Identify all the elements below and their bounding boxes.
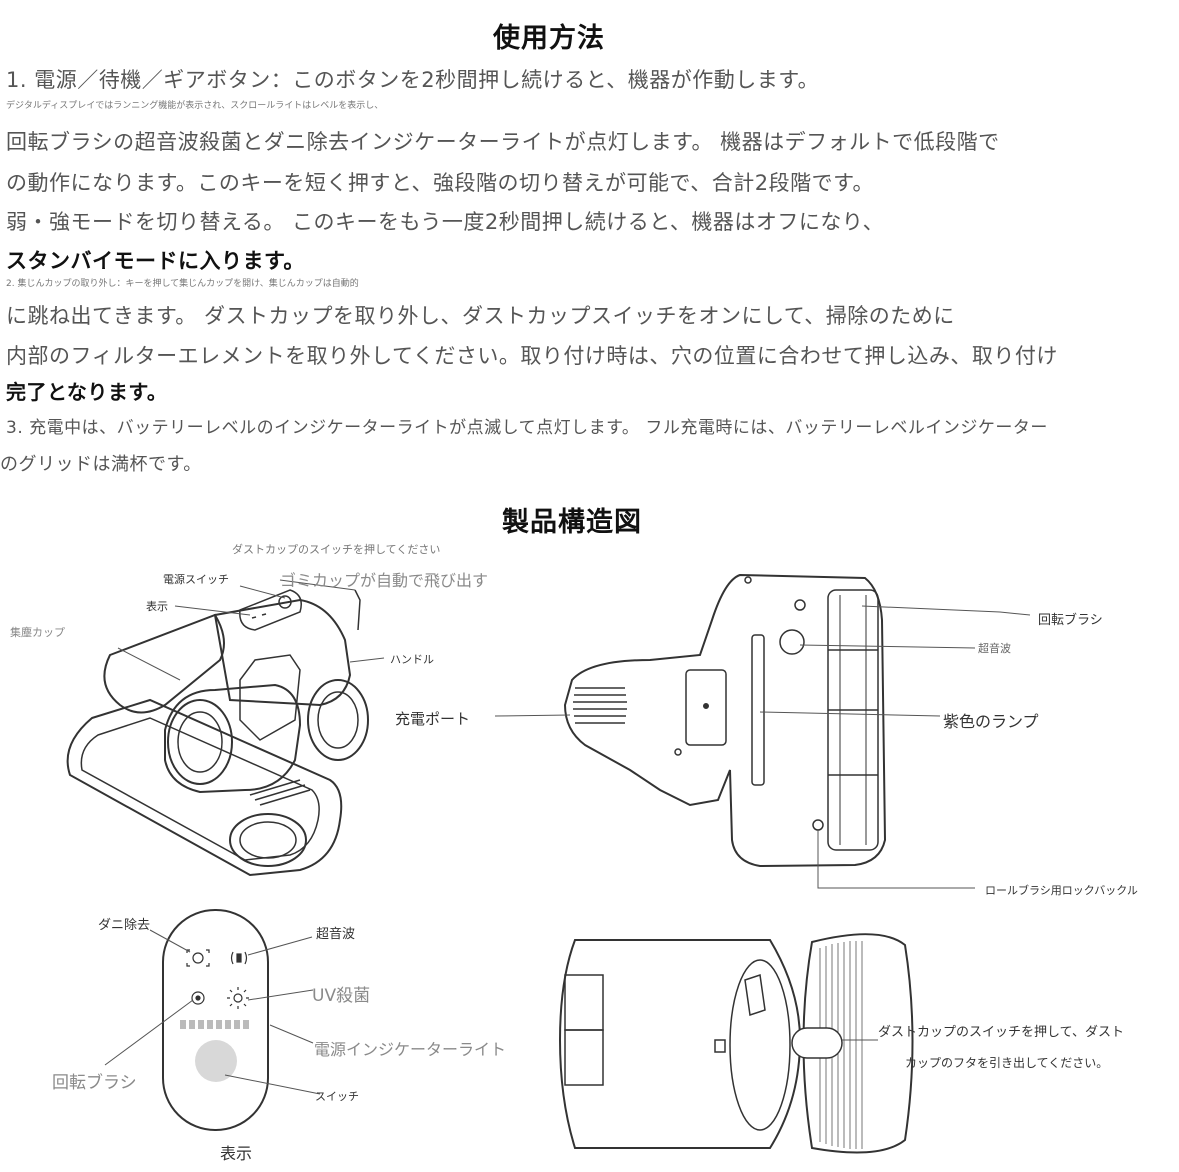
structure-title: 製品構造図 (502, 507, 642, 538)
label-cup-pops-out: ゴミカップが自動で飛び出す (280, 571, 489, 590)
display-panel-illustration (162, 909, 269, 1131)
dustcup-illustration (558, 933, 914, 1154)
vacuum-bottom-illustration (563, 573, 887, 868)
mite-removal-icon (186, 949, 210, 967)
usage-line-4: の動作になります。このキーを短く押すと、強段階の切り替えが可能で、合計2段階です… (6, 171, 874, 195)
label-dustcup-switch-hint: ダストカップのスイッチを押してください (232, 543, 441, 556)
label-ultrasonic-right: 超音波 (978, 642, 1011, 655)
label-handle: ハンドル (390, 653, 434, 666)
usage-line-7: 2. 集じんカップの取り外し：キーを押して集じんカップを開け、集じんカップは自動… (6, 279, 359, 289)
label-power-switch: 電源スイッチ (163, 573, 229, 586)
label-display: 表示 (146, 600, 168, 613)
label-roll-brush-lock: ロールブラシ用ロックバックル (985, 884, 1138, 897)
label-uv-sterilize: UV殺菌 (312, 986, 371, 1006)
label-display-caption: 表示 (220, 1144, 253, 1163)
label-dust-cup: 集塵カップ (10, 626, 65, 639)
label-ultrasonic-panel: 超音波 (316, 927, 356, 942)
label-rotating-brush-right: 回転ブラシ (1038, 613, 1103, 628)
usage-line-12: のグリッドは満杯です。 (0, 454, 202, 475)
label-cup-note-line1: ダストカップのスイッチを押して、ダスト (878, 1025, 1124, 1040)
switch-button-illustration (195, 1040, 237, 1082)
usage-line-2: デジタルディスプレイではランニング機能が表示され、スクロールライトはレベルを表示… (6, 101, 384, 111)
label-rotating-brush-panel: 回転ブラシ (52, 1073, 137, 1093)
label-mite-removal: ダニ除去 (98, 918, 151, 933)
usage-line-8: に跳ね出てきます。 ダストカップを取り外し、ダストカップスイッチをオンにして、掃… (6, 304, 955, 328)
label-purple-lamp: 紫色のランプ (943, 712, 1039, 731)
usage-line-1: 1. 電源／待機／ギアボタン：このボタンを2秒間押し続けると、機器が作動します。 (6, 68, 820, 92)
ultrasonic-icon (230, 951, 248, 965)
rotating-brush-icon (191, 991, 205, 1005)
usage-line-10: 完了となります。 (6, 380, 168, 404)
usage-line-9: 内部のフィルターエレメントを取り外してください。取り付け時は、穴の位置に合わせて… (6, 344, 1058, 368)
uv-icon (227, 987, 249, 1009)
usage-title: 使用方法 (493, 23, 605, 54)
label-charging-port: 充電ポート (395, 710, 471, 728)
power-indicator-bar (180, 1020, 249, 1029)
vacuum-iso-illustration (66, 589, 369, 877)
label-switch: スイッチ (315, 1090, 359, 1103)
usage-line-11: 3. 充電中は、バッテリーレベルのインジケーターライトが点滅して点灯します。 フ… (6, 418, 1048, 438)
usage-line-3: 回転ブラシの超音波殺菌とダニ除去インジケーターライトが点灯します。 機器はデフォ… (6, 130, 1000, 154)
label-cup-note-line2: カップのフタを引き出してください。 (905, 1056, 1109, 1070)
usage-line-6: スタンバイモードに入ります。 (6, 249, 305, 273)
usage-line-5: 弱・強モードを切り替える。 このキーをもう一度2秒間押し続けると、機器はオフにな… (6, 210, 885, 234)
label-power-indicator: 電源インジケーターライト (314, 1040, 507, 1059)
